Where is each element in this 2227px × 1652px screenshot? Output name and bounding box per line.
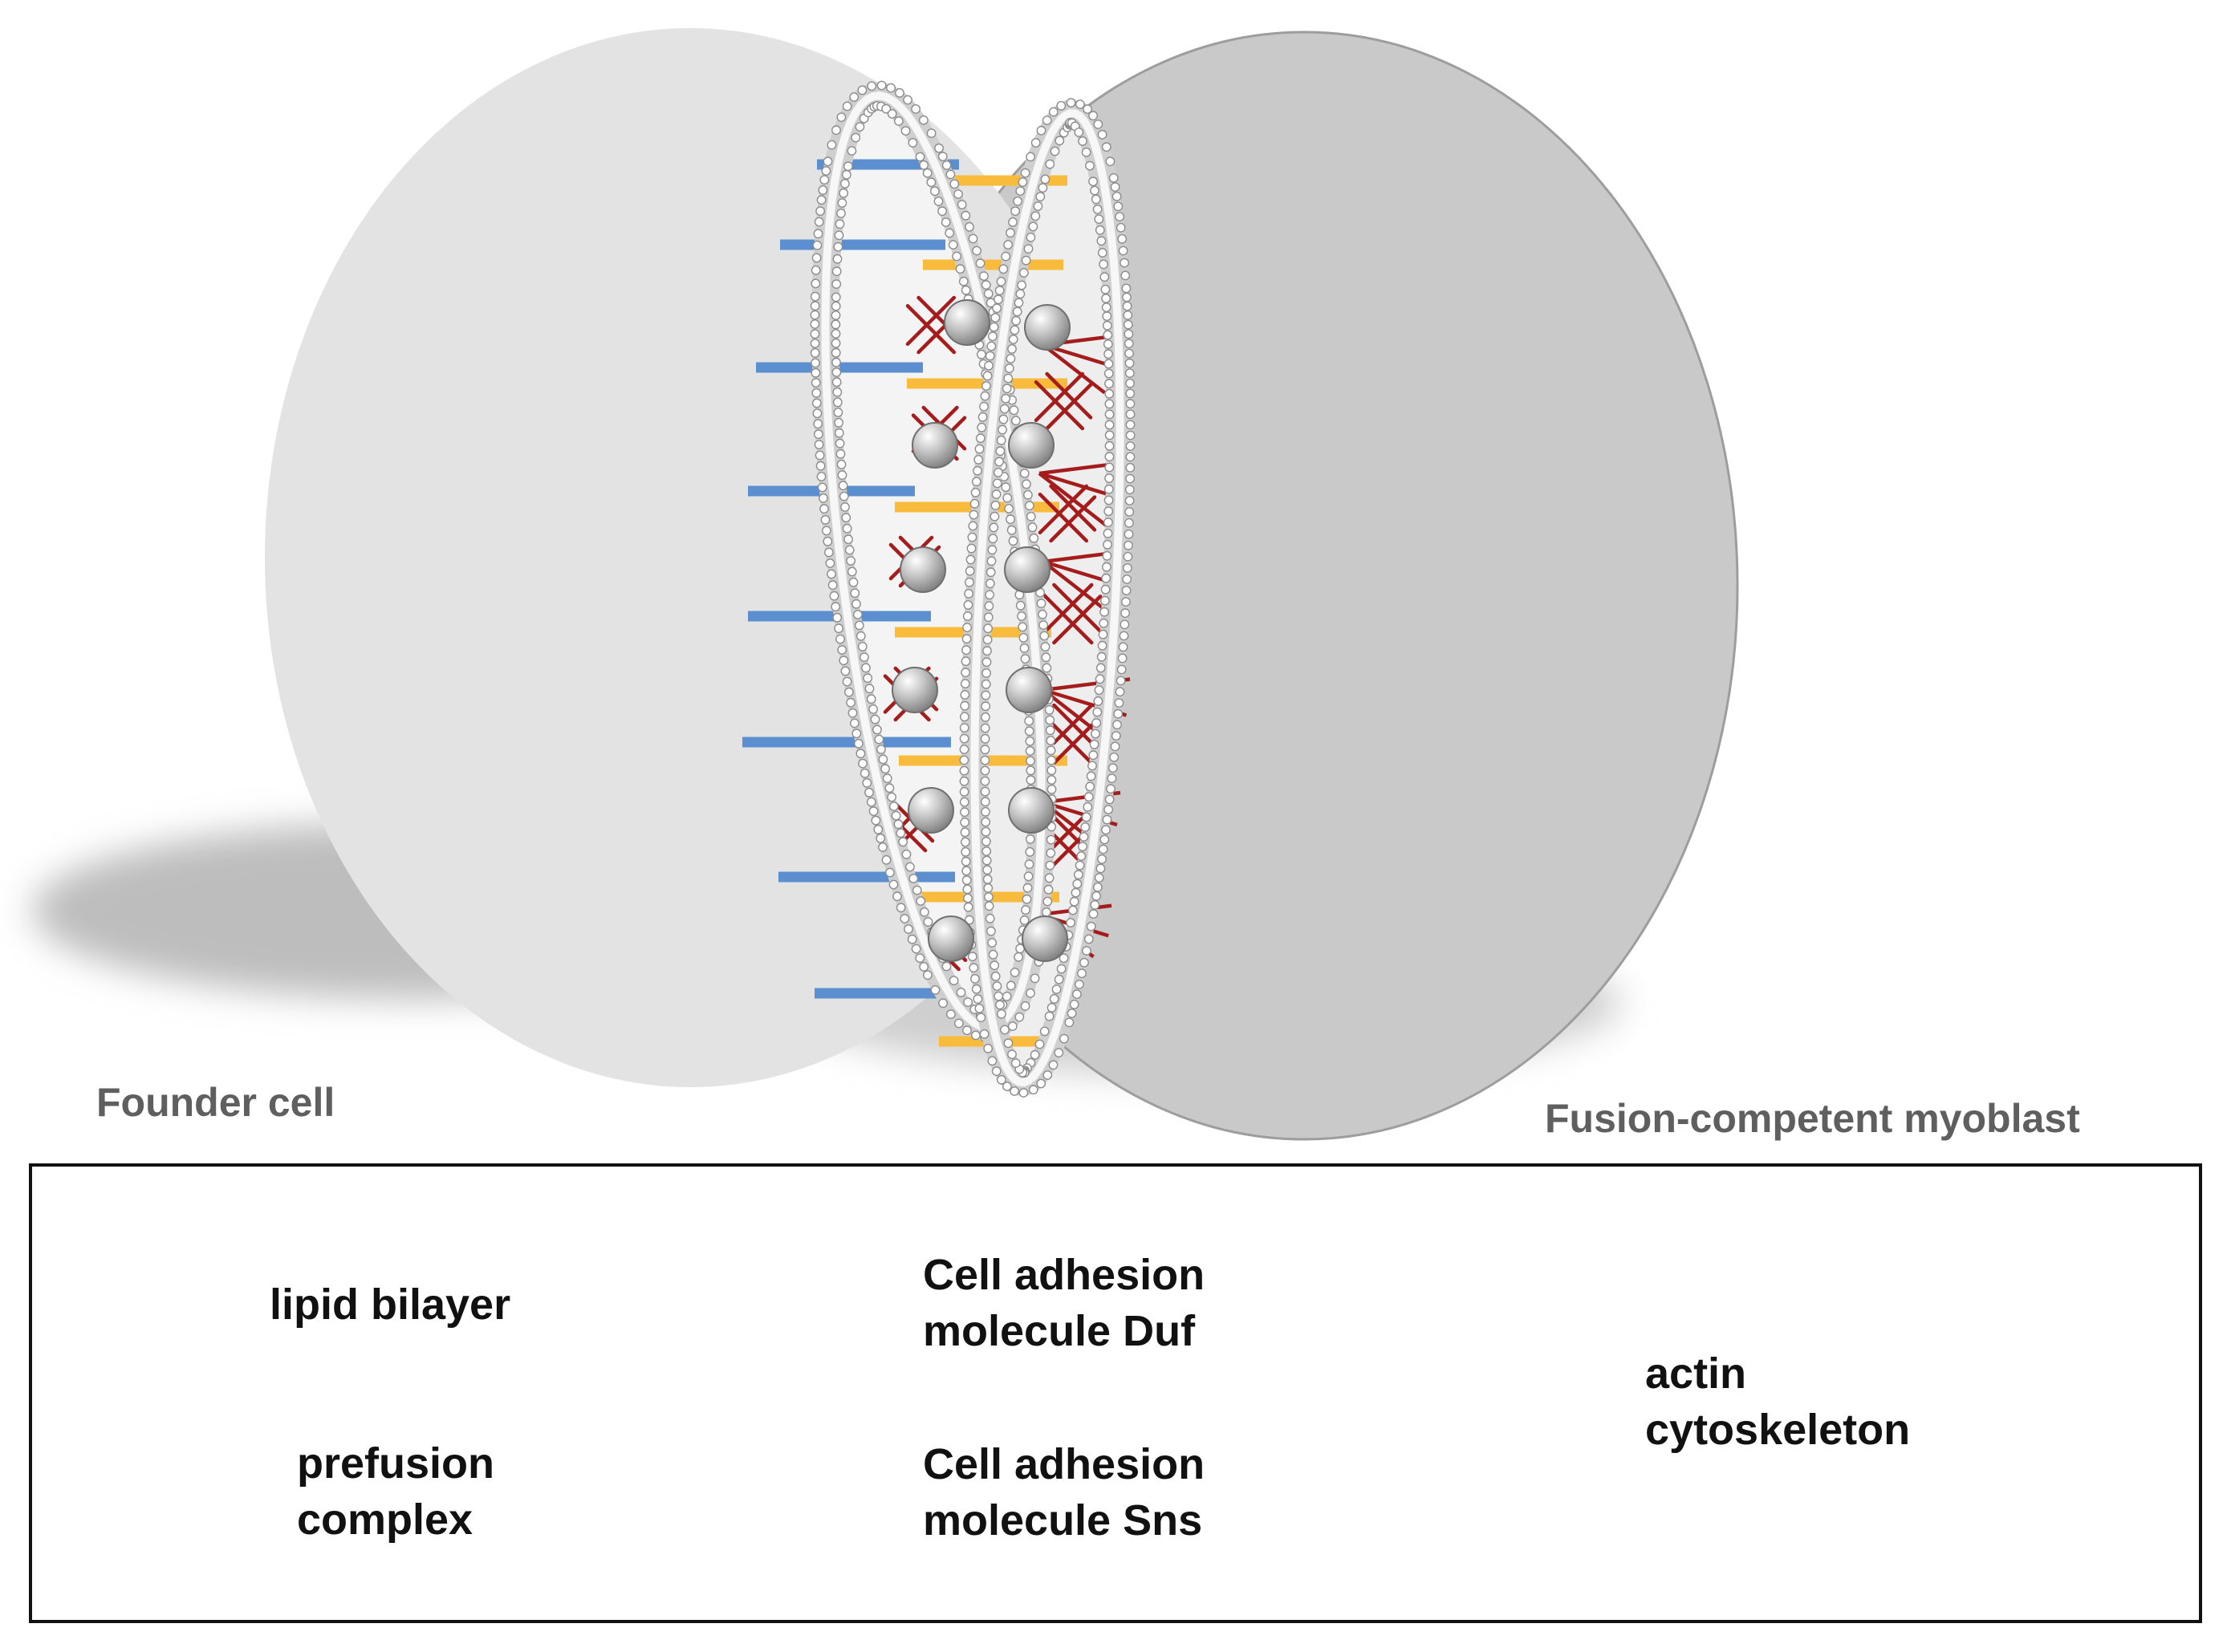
prefusion-sphere-12 [1022, 915, 1068, 962]
prefusion-sphere-2 [1024, 304, 1071, 351]
prefusion-sphere-4 [1008, 422, 1055, 469]
legend-duf-label: Cell adhesion molecule Duf [923, 1247, 1205, 1359]
legend-actin-line2: cytoskeleton [1645, 1406, 1911, 1454]
legend-sns-line1: Cell adhesion [923, 1440, 1205, 1488]
legend-lipid-bilayer-label: lipid bilayer [270, 1277, 510, 1333]
legend-prefusion-line2: complex [297, 1496, 473, 1544]
legend-sns-label: Cell adhesion molecule Sns [923, 1436, 1205, 1548]
legend-prefusion-line1: prefusion [297, 1439, 495, 1488]
prefusion-complexes [892, 299, 1071, 962]
legend-prefusion-label: prefusion complex [297, 1435, 494, 1548]
legend-actin-line1: actin [1645, 1350, 1747, 1398]
actin-right-2 [1038, 484, 1097, 543]
prefusion-sphere-3 [912, 422, 958, 469]
legend-lipid-bilayer-text: lipid bilayer [270, 1281, 511, 1329]
founder-cell-label: Founder cell [96, 1080, 335, 1125]
prefusion-sphere-8 [1006, 667, 1052, 713]
legend-duf-line2: molecule Duf [923, 1307, 1196, 1355]
prefusion-sphere-9 [908, 787, 954, 834]
fusion-competent-myoblast-label: Fusion-competent myoblast [1545, 1096, 2080, 1141]
membrane-fcm-bilayer [959, 98, 1136, 1098]
legend-actin-label: actin cytoskeleton [1645, 1346, 1910, 1458]
prefusion-sphere-5 [900, 546, 946, 593]
prefusion-sphere-1 [944, 299, 990, 346]
actin-right-1 [1034, 371, 1093, 431]
legend: lipid bilayer prefusion complex Cell adh… [29, 1163, 2202, 1623]
legend-duf-line1: Cell adhesion [923, 1251, 1205, 1299]
prefusion-sphere-7 [892, 667, 938, 713]
prefusion-sphere-11 [928, 915, 974, 962]
prefusion-sphere-6 [1004, 546, 1051, 593]
legend-sns-line2: molecule Sns [923, 1496, 1203, 1544]
prefusion-sphere-10 [1008, 787, 1055, 834]
